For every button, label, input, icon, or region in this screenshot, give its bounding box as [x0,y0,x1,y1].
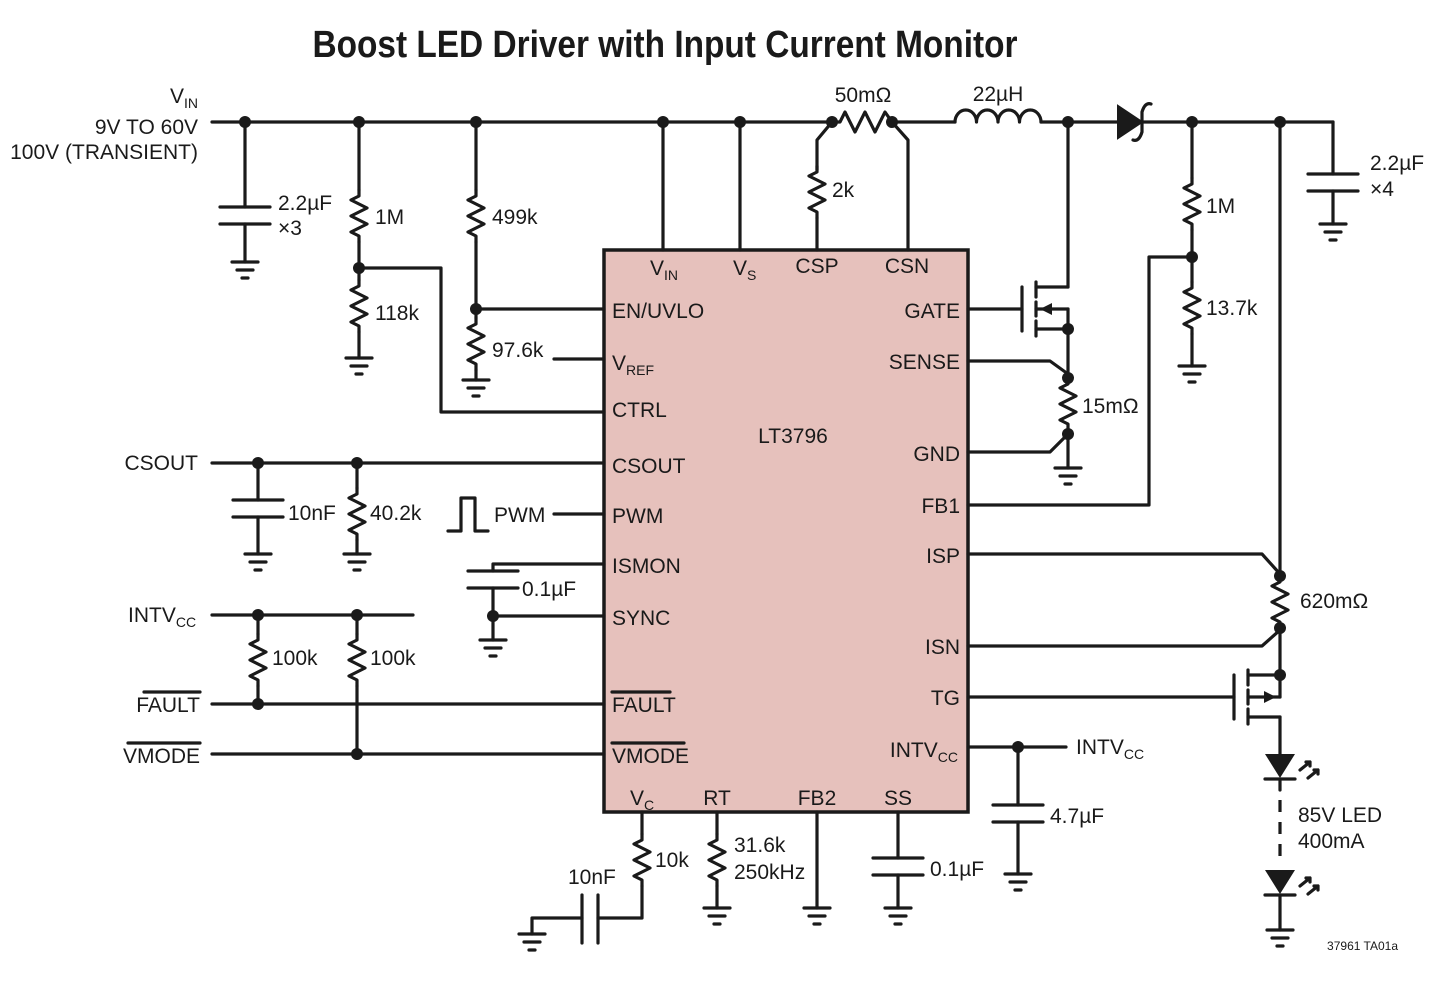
feedback-divider [966,120,1207,507]
pin-ss: SS [884,787,912,810]
pwm-label: PWM [494,504,545,527]
pin-vin: VIN [650,257,678,283]
led-current: 400mA [1298,830,1365,853]
vc-capacitor-value: 10nF [568,866,616,889]
rt-resistor [702,810,732,926]
csout-resistor-value: 40.2k [370,502,422,525]
pwm-mosfet [966,628,1282,756]
pin-gate: GATE [904,300,960,323]
pin-csn: CSN [885,255,929,278]
input-capacitor [218,120,272,280]
pin-gnd: GND [913,443,960,466]
vc-resistor-value: 10k [655,849,689,872]
ic-name: LT3796 [758,425,828,448]
resistor-499k-value: 499k [492,206,538,229]
resistor-97-6k-value: 97.6k [492,339,544,362]
pin-fb1: FB1 [921,495,960,518]
ss-capacitor-value: 0.1µF [930,858,984,881]
output-capacitor-value: 2.2µF [1370,152,1424,175]
led-sense-value: 620mΩ [1300,590,1368,613]
pin-vref: VREF [612,352,654,378]
pin-vmode: VMODE [612,745,689,768]
pin-ctrl: CTRL [612,399,667,422]
vc-compensation [517,810,652,952]
pin-isp: ISP [926,545,960,568]
pin-intvcc: INTVCC [890,739,958,765]
inductor-value: 22µH [973,83,1024,106]
pin-isn: ISN [925,636,960,659]
pin-pwm: PWM [612,505,663,528]
vin-transient: 100V (TRANSIENT) [10,141,198,164]
intvcc-right-label: INTVCC [1076,736,1144,762]
input-capacitor-mult: ×3 [278,217,302,240]
vin-range: 9V TO 60V [95,116,198,139]
junction-dots [239,116,1286,760]
led-voltage: 85V LED [1298,804,1382,827]
output-capacitor [1306,120,1360,242]
resistor-118k-value: 118k [375,302,419,325]
switch-sense-value: 15mΩ [1082,395,1139,418]
pin-tg: TG [931,687,960,710]
pin-csp: CSP [795,255,838,278]
fb2-ground [802,810,832,926]
pin-sync: SYNC [612,607,670,630]
pin-en-uvlo: EN/UVLO [612,300,704,323]
boost-diode [1117,102,1153,142]
input-sense-value: 50mΩ [835,84,892,107]
pin-vs: VS [733,257,756,283]
fault-label: FAULT [136,694,200,717]
ic-body [602,248,970,814]
led-sense-resistor [966,120,1290,648]
csout-capacitor-value: 10nF [288,502,336,525]
input-capacitor-value: 2.2µF [278,192,332,215]
rt-resistor-value: 31.6k [734,834,786,857]
page-title: Boost LED Driver with Input Current Moni… [313,24,1018,66]
resistor-1m-left-value: 1M [375,206,404,229]
pin-sense: SENSE [889,351,960,374]
fault-vmode-pullups [210,613,606,756]
resistor-13-7k-value: 13.7k [1206,297,1258,320]
resistor-1m-right-value: 1M [1206,195,1235,218]
pin-rt: RT [703,787,731,810]
ss-capacitor [871,810,925,926]
ctrl-divider [344,120,606,414]
vmode-label: VMODE [123,745,200,768]
uvlo-divider [461,120,606,398]
pin-fb2: FB2 [798,787,837,810]
intvcc-left-label: INTVCC [128,604,196,630]
figure-id: 37961 TA01a [1327,939,1398,953]
resistor-2k-value: 2k [832,179,855,202]
intvcc-capacitor-value: 4.7µF [1050,805,1104,828]
pwm-input [446,496,606,533]
pin-vc: VC [630,787,654,813]
inductor [953,108,1043,124]
csout-label: CSOUT [125,452,199,475]
boost-mosfet [966,120,1070,376]
resistor-100k-a-value: 100k [272,647,318,670]
pin-csout: CSOUT [612,455,686,478]
rt-frequency: 250kHz [734,861,805,884]
output-capacitor-mult: ×4 [1370,178,1394,201]
pin-fault: FAULT [612,694,676,717]
led-string [1263,754,1320,948]
pin-ismon: ISMON [612,555,681,578]
vin-label: VIN [170,85,198,111]
ismon-capacitor-value: 0.1µF [522,578,576,601]
csout-network [210,461,606,572]
input-sense-resistor [807,110,910,252]
resistor-100k-b-value: 100k [370,647,416,670]
